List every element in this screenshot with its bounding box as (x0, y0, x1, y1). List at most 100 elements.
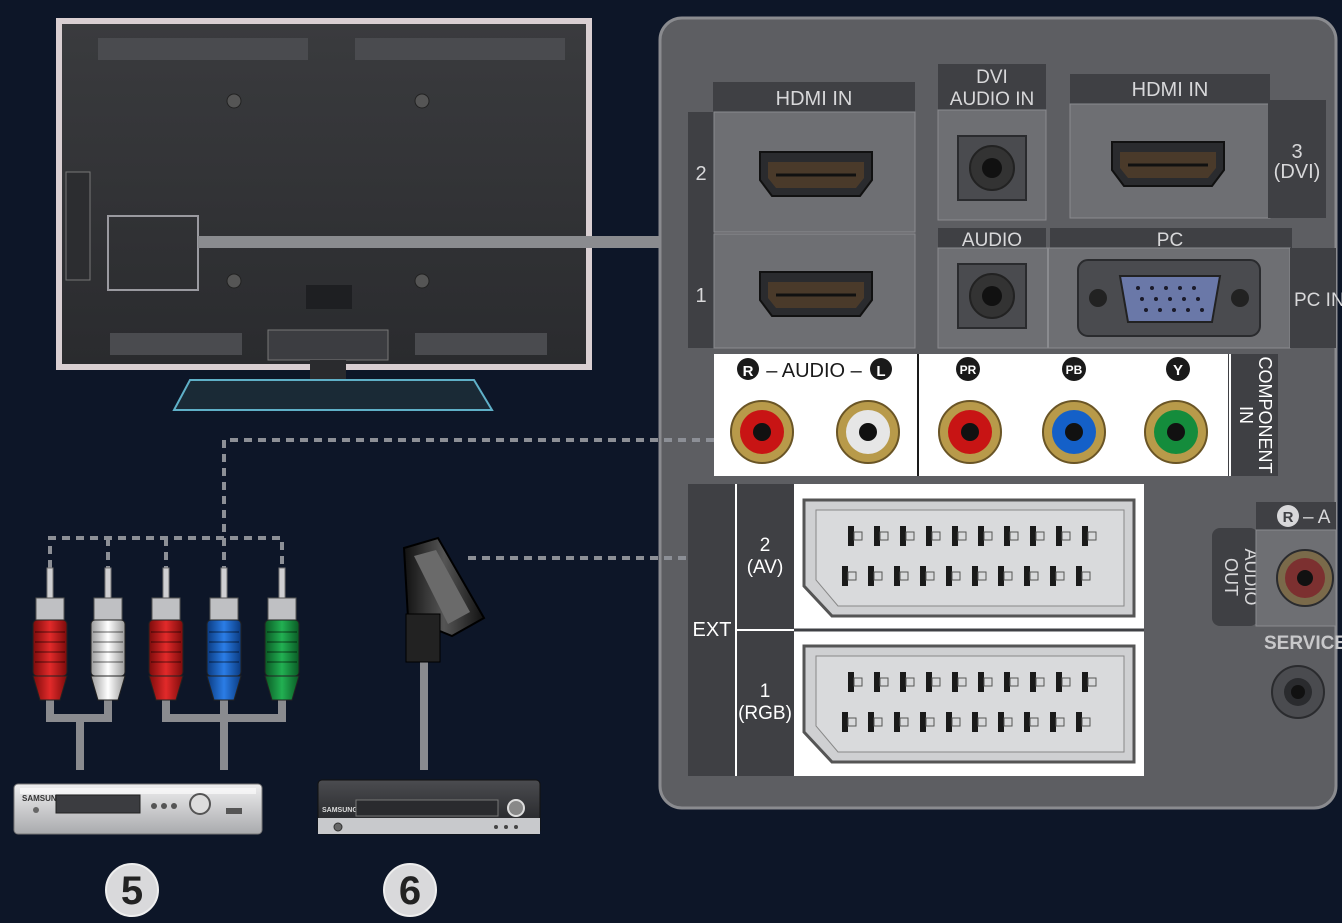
audio-out-r-badge: R (1283, 509, 1294, 526)
scart-pin-socket (899, 571, 909, 581)
service-jack[interactable] (1271, 665, 1325, 719)
scart-pin (1056, 672, 1062, 692)
ext-label: EXT (693, 619, 732, 641)
audio-l-jack[interactable] (836, 400, 900, 464)
scart-pin (1076, 712, 1082, 732)
scart-pin (868, 566, 874, 586)
scart-ext1-port[interactable] (802, 644, 1136, 764)
hdmi-3-number-bar (1268, 100, 1326, 218)
device-6-power (333, 822, 343, 832)
rca-plug-pr (148, 567, 184, 701)
scart-pin-socket (879, 677, 889, 687)
audio-strip-label: – AUDIO – (766, 360, 862, 382)
device-5-display (55, 794, 141, 814)
device-6-dial (507, 799, 525, 817)
scart-pin (848, 526, 854, 546)
device-6-front-strip (318, 818, 540, 834)
scart-plug-grip (405, 613, 441, 663)
dvi-audio-in-label-line2: AUDIO IN (950, 89, 1034, 110)
pc-in-bar (1290, 248, 1336, 348)
audio-out-bar (1212, 528, 1258, 626)
dvi-audio-in-jack[interactable] (957, 135, 1027, 201)
scart-pin-socket (983, 531, 993, 541)
audio-out-r-jack[interactable] (1276, 549, 1334, 607)
hdmi-2-port[interactable] (759, 151, 873, 197)
audio-r-jack[interactable] (730, 400, 794, 464)
device-6-button (494, 825, 498, 829)
scart-pin (894, 712, 900, 732)
pc-label: PC (1157, 230, 1183, 251)
hdmi-in-right-header (1070, 74, 1270, 106)
hdmi-3-port[interactable] (1111, 141, 1225, 187)
rca-plug-pb (206, 567, 242, 701)
device-6-brand: SAMSUNG (322, 807, 358, 814)
scart-pin (1004, 672, 1010, 692)
device-6-button (504, 825, 508, 829)
scart-pin-socket (1009, 531, 1019, 541)
scart-pin-socket (977, 571, 987, 581)
hdmi-in-left-header (713, 82, 915, 114)
scart-pin-socket (951, 571, 961, 581)
scart-pin (868, 712, 874, 732)
scart-pin-socket (905, 677, 915, 687)
tv-back-panel (62, 24, 586, 364)
audio-out-dash-label: – A (1303, 507, 1331, 528)
scart-pin (900, 672, 906, 692)
scart-pin-socket (925, 717, 935, 727)
scart-pin-socket (1087, 531, 1097, 541)
hdmi-1-port[interactable] (759, 271, 873, 317)
scart-pin (1082, 526, 1088, 546)
pc-audio-jack[interactable] (957, 263, 1027, 329)
dvi-audio-in-label-line1: DVI (976, 67, 1008, 88)
tv-back (56, 18, 660, 411)
scart-pin-socket (1003, 717, 1013, 727)
component-pr-jack[interactable] (938, 400, 1002, 464)
tv-connection-area (107, 215, 199, 291)
component-in-bar (1228, 354, 1278, 476)
scart-ext2-port[interactable] (802, 498, 1136, 618)
device-5-number-badge: 5 (105, 863, 159, 917)
scart-pin-socket (899, 717, 909, 727)
scart-pin-socket (1003, 571, 1013, 581)
component-pb-jack[interactable] (1042, 400, 1106, 464)
scart-pin (998, 712, 1004, 732)
scart-pin-socket (977, 717, 987, 727)
scart-pin-socket (853, 531, 863, 541)
scart-pin-socket (951, 717, 961, 727)
scart-pin (1004, 526, 1010, 546)
scart-pin-socket (983, 677, 993, 687)
scart-pin-socket (957, 531, 967, 541)
scart-pin-socket (1029, 717, 1039, 727)
pb-badge-bg (1062, 357, 1086, 381)
scart-pin-socket (1009, 677, 1019, 687)
scart-pin-socket (847, 571, 857, 581)
pc-vga-port[interactable] (1077, 259, 1261, 337)
device-5-button (161, 803, 167, 809)
rca-plug-y (264, 567, 300, 701)
rca-plug-audio-l (90, 567, 126, 701)
scart-pin (1024, 566, 1030, 586)
scart-pin (1050, 712, 1056, 732)
hdmi-in-left-label: HDMI IN (776, 88, 853, 110)
tv-bottom-port (306, 285, 352, 309)
scart-plug (402, 536, 486, 770)
hdmi-3-label-line1: 3 (1291, 141, 1302, 163)
tv-screw (414, 93, 430, 109)
number-6: 6 (399, 869, 421, 913)
component-y-jack[interactable] (1144, 400, 1208, 464)
scart-pin (1030, 672, 1036, 692)
scart-pin-socket (847, 717, 857, 727)
scart-pin-socket (879, 531, 889, 541)
scart-pin (874, 672, 880, 692)
audio-r-badge-bg (737, 358, 759, 380)
scart-pin (842, 712, 848, 732)
tv-bottom-vent-left (110, 333, 242, 355)
hdmi-port-number-bar (688, 112, 714, 348)
scart-pin (972, 712, 978, 732)
tv-stand-base (172, 379, 494, 411)
scart-pin (1050, 566, 1056, 586)
scart-plug-highlight (414, 550, 470, 624)
scart-pin (842, 566, 848, 586)
tv-screw (226, 93, 242, 109)
